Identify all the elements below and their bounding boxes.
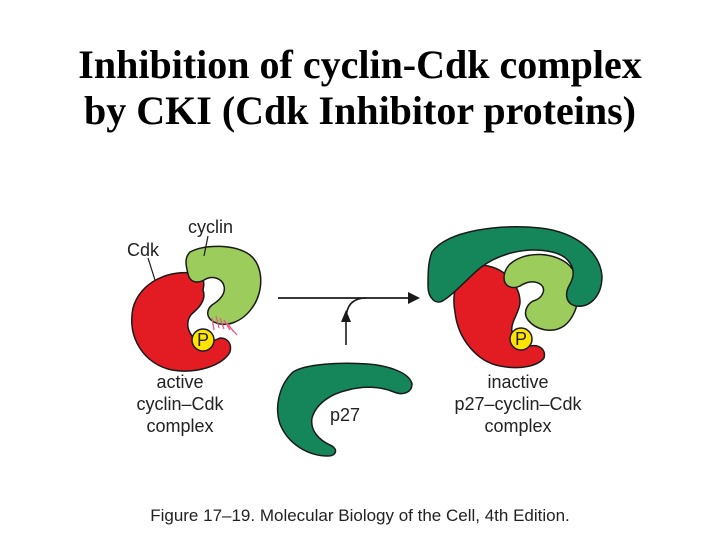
phosphate-left-label: P	[197, 330, 209, 350]
phosphate-right	[509, 327, 533, 351]
active-caption-3: complex	[146, 416, 213, 436]
slide-title: Inhibition of cyclin-Cdk complex by CKI …	[0, 42, 720, 134]
p27-binding-arrowhead	[341, 310, 351, 322]
active-complex: P Cdk cyclin active cyclin–Cdk complex	[127, 217, 262, 436]
cyclin-label: cyclin	[188, 217, 233, 237]
inactive-complex: P inactive p27–cyclin–Cdk complex	[427, 226, 603, 436]
p27-label: p27	[330, 405, 360, 425]
activation-ticks	[211, 315, 238, 336]
p27-inhibitor: p27	[276, 362, 413, 457]
cdk-label: Cdk	[127, 240, 160, 260]
reaction-arrows	[278, 292, 420, 345]
title-line-2: by CKI (Cdk Inhibitor proteins)	[84, 88, 636, 133]
cyclin-leader	[203, 235, 209, 257]
p27-shape	[276, 362, 413, 457]
active-caption-2: cyclin–Cdk	[136, 394, 224, 414]
figure-caption: Figure 17–19. Molecular Biology of the C…	[150, 506, 570, 525]
title-line-1: Inhibition of cyclin-Cdk complex	[78, 42, 642, 87]
cdk-shape-inactive	[453, 264, 546, 369]
cdk-leader	[147, 257, 156, 281]
phosphate-left	[191, 328, 215, 352]
phosphate-right-label: P	[515, 329, 527, 349]
inactive-caption-2: p27–cyclin–Cdk	[454, 394, 582, 414]
reaction-arrowhead	[408, 292, 420, 304]
inactive-caption-1: inactive	[487, 372, 548, 392]
inactive-caption-3: complex	[484, 416, 551, 436]
cyclin-shape	[185, 245, 262, 326]
active-caption-1: active	[156, 372, 203, 392]
p27-shape-bound	[427, 226, 603, 307]
